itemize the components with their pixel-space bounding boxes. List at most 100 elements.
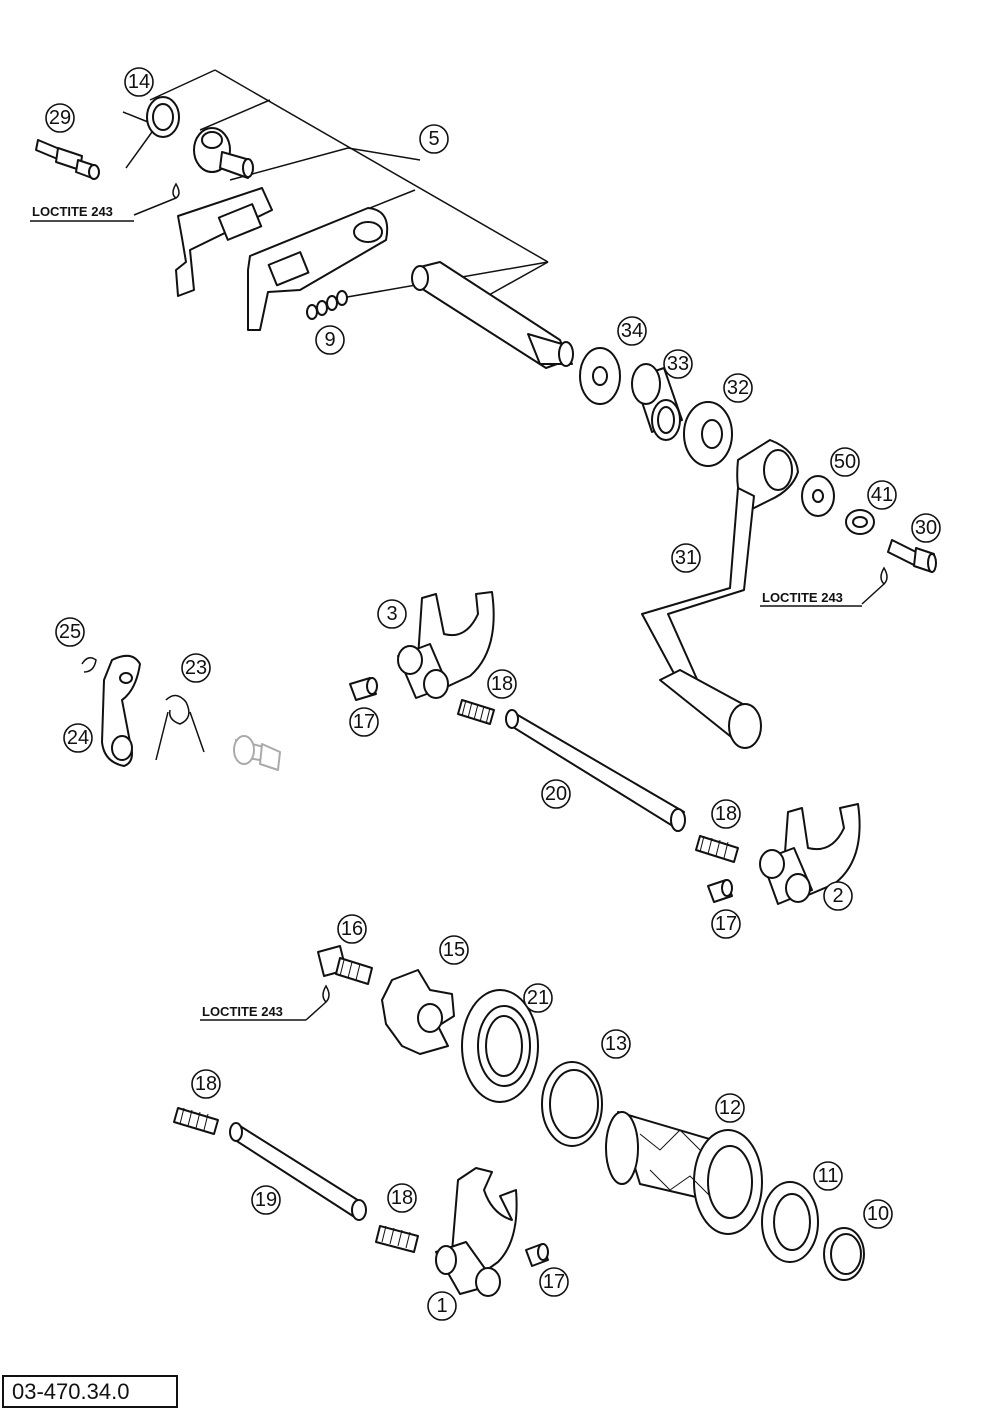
- callout-30: 30: [911, 513, 941, 543]
- part-9-rings: [306, 290, 348, 320]
- svg-text:13: 13: [605, 1033, 627, 1055]
- svg-text:32: 32: [727, 377, 749, 399]
- callout-2: 2: [823, 881, 853, 911]
- callout-29: 29: [45, 103, 75, 133]
- callout-21: 21: [523, 983, 553, 1013]
- svg-text:1: 1: [436, 1295, 447, 1317]
- svg-text:5: 5: [428, 128, 439, 150]
- part-shift-shaft: [411, 261, 574, 369]
- part-pin-assembly: [193, 127, 254, 179]
- part-25-circlip: [81, 657, 97, 673]
- callout-13: 13: [601, 1029, 631, 1059]
- loctite-label-2: LOCTITE 243: [760, 590, 862, 607]
- callout-18-d: 18: [387, 1183, 417, 1213]
- loctite-drop-3: [305, 984, 330, 1021]
- callout-24: 24: [63, 723, 93, 753]
- part-17-pin-b: [707, 879, 733, 903]
- svg-text:41: 41: [871, 484, 893, 506]
- callout-3: 3: [377, 599, 407, 629]
- svg-text:10: 10: [867, 1203, 889, 1225]
- loctite-label-1: LOCTITE 243: [30, 204, 134, 222]
- svg-text:18: 18: [715, 803, 737, 825]
- callout-32: 32: [723, 373, 753, 403]
- svg-text:9: 9: [324, 329, 335, 351]
- part-21-bearing: [461, 989, 539, 1103]
- loctite-drop-2: [861, 566, 888, 605]
- part-14-spring: [122, 96, 180, 169]
- callout-1: 1: [427, 1291, 457, 1321]
- part-10-ring: [823, 1227, 865, 1281]
- callout-9: 9: [315, 325, 345, 355]
- svg-text:31: 31: [675, 547, 697, 569]
- svg-text:17: 17: [353, 711, 375, 733]
- part-20-shift-rod: [505, 709, 686, 832]
- callout-18-c: 18: [191, 1069, 221, 1099]
- callout-10: 10: [863, 1199, 893, 1229]
- svg-text:33: 33: [667, 353, 689, 375]
- drawing-code: 03-470.34.0: [12, 1379, 130, 1404]
- part-17-pin-c: [525, 1243, 549, 1267]
- part-50-washer: [801, 475, 835, 517]
- svg-text:18: 18: [391, 1187, 413, 1209]
- drawing-code-box: 03-470.34.0: [2, 1375, 178, 1408]
- loctite-label-3: LOCTITE 243: [200, 1004, 306, 1021]
- part-18-spring-d: [375, 1225, 419, 1253]
- svg-text:17: 17: [543, 1271, 565, 1293]
- callout-16: 16: [337, 914, 367, 944]
- svg-text:24: 24: [67, 727, 89, 749]
- part-lever-plate-2: [247, 207, 389, 331]
- part-31-shift-lever: [641, 439, 799, 749]
- part-2-shift-fork: [759, 803, 861, 905]
- part-23-spring: [155, 694, 205, 761]
- svg-text:LOCTITE 243: LOCTITE 243: [202, 1004, 283, 1019]
- svg-text:25: 25: [59, 621, 81, 643]
- part-19-shift-rod: [229, 1122, 367, 1221]
- svg-text:20: 20: [545, 783, 567, 805]
- part-12-shift-drum: [605, 1111, 763, 1235]
- svg-text:21: 21: [527, 987, 549, 1009]
- part-24-pawl: [101, 654, 141, 767]
- callout-34: 34: [617, 316, 647, 346]
- callout-11: 11: [813, 1161, 843, 1191]
- svg-text:50: 50: [834, 451, 856, 473]
- callout-12: 12: [715, 1093, 745, 1123]
- part-lever-plate-1: [175, 187, 273, 297]
- part-30-bolt: [887, 539, 937, 573]
- callout-23: 23: [181, 653, 211, 683]
- part-29-stud: [35, 139, 100, 180]
- callout-18-a: 18: [487, 669, 517, 699]
- callout-31: 31: [671, 543, 701, 573]
- svg-text:12: 12: [719, 1097, 741, 1119]
- callout-5: 5: [419, 124, 449, 154]
- part-34-washer: [579, 347, 621, 405]
- svg-text:16: 16: [341, 918, 363, 940]
- svg-text:11: 11: [818, 1165, 839, 1187]
- callout-14: 14: [124, 67, 154, 97]
- part-1-shift-fork: [435, 1167, 518, 1297]
- part-33-bushing: [631, 363, 683, 441]
- svg-text:LOCTITE 243: LOCTITE 243: [762, 590, 843, 605]
- svg-text:19: 19: [255, 1189, 277, 1211]
- callout-25: 25: [55, 617, 85, 647]
- callout-17-b: 17: [711, 909, 741, 939]
- callout-50: 50: [830, 447, 860, 477]
- loctite-drop-1: [133, 182, 180, 216]
- part-17-pin-a: [349, 677, 378, 701]
- callout-33: 33: [663, 349, 693, 379]
- part-15-shift-star: [381, 969, 455, 1055]
- part-18-spring-a: [457, 699, 495, 725]
- part-13-shim: [541, 1061, 603, 1147]
- part-3-shift-fork: [397, 591, 495, 699]
- svg-text:34: 34: [621, 320, 643, 342]
- svg-text:3: 3: [386, 603, 397, 625]
- callout-15: 15: [439, 935, 469, 965]
- part-18-spring-b: [695, 835, 739, 863]
- svg-text:23: 23: [185, 657, 207, 679]
- svg-text:14: 14: [128, 71, 150, 93]
- callout-17-a: 17: [349, 707, 379, 737]
- callout-17-c: 17: [539, 1267, 569, 1297]
- part-18-spring-c: [173, 1107, 219, 1135]
- svg-text:2: 2: [832, 885, 843, 907]
- part-41-lock-washer: [845, 509, 875, 535]
